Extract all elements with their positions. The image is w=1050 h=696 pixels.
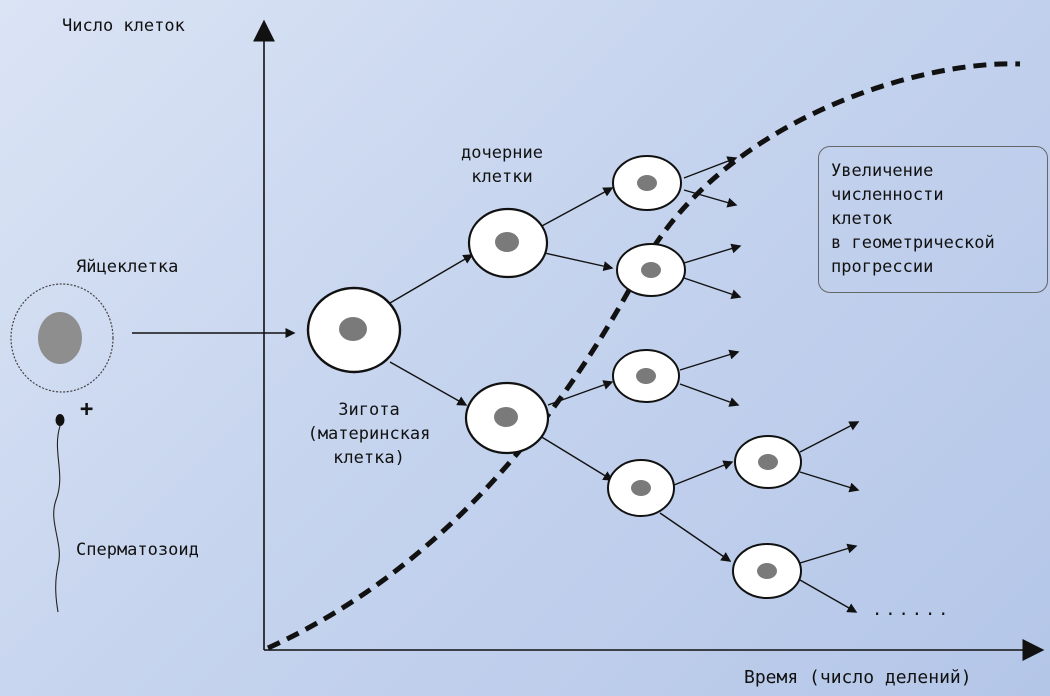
daughter-cell-bottom (464, 381, 550, 455)
callout-line: прогрессии (831, 257, 934, 277)
y-axis-label: Число клеток (62, 16, 185, 36)
lineage-arrows (389, 156, 860, 613)
daughter-cells-label: дочерние клетки (440, 141, 564, 189)
generation3-cell-3 (612, 349, 680, 403)
continuation-dots: ...... (872, 600, 952, 620)
zygote-label: Зигота (материнская клетка) (283, 398, 455, 470)
generation3-cell-4 (607, 459, 675, 517)
callout-line: клеток (831, 209, 893, 229)
x-axis-label: Время (число делений) (744, 667, 972, 688)
callout-line: в геометрической (831, 233, 995, 253)
callout-box: Увеличение численности клеток в геометри… (818, 146, 1048, 293)
generation4-cell-1 (734, 435, 802, 489)
generation3-cell-1 (612, 155, 682, 211)
sperm-cell (53, 414, 65, 613)
daughter-label-line: дочерние (461, 143, 543, 163)
sperm-head (55, 414, 65, 426)
generation4-cell-2 (732, 543, 802, 599)
callout-line: численности (831, 185, 944, 205)
zygote-label-line: (материнская (307, 424, 431, 444)
egg-label: Яйцеклетка (76, 257, 179, 277)
daughter-cell-top (467, 207, 549, 279)
zygote-cell (306, 286, 402, 374)
plus-sign: + (80, 397, 94, 422)
egg-cell (10, 283, 114, 393)
callout-text: Увеличение численности клеток в геометри… (831, 159, 995, 279)
zygote-label-line: клетка) (333, 448, 405, 468)
daughter-label-line: клетки (471, 167, 533, 187)
generation3-cell-2 (616, 243, 686, 297)
growth-curve (266, 61, 1021, 651)
egg-nucleus (38, 312, 82, 364)
zygote-label-line: Зигота (338, 400, 400, 420)
callout-line: Увеличение (831, 161, 934, 181)
sperm-tail (53, 425, 61, 613)
sperm-label: Сперматозоид (76, 540, 199, 560)
